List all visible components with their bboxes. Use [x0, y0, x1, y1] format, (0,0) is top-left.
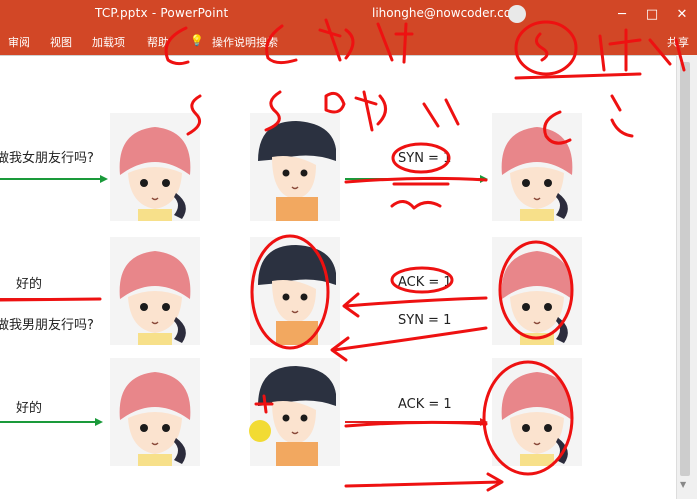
row3-ack-label: ACK = 1	[398, 397, 452, 412]
row1-syn-label: SYN = 1	[398, 151, 452, 166]
share-button[interactable]: 共享	[667, 36, 689, 49]
row1-question: 做我女朋友行吗?	[0, 151, 94, 166]
maximize-button[interactable]: □	[645, 6, 659, 22]
window-controls: ─ □ ✕	[607, 0, 697, 28]
lightbulb-icon: 💡	[190, 34, 204, 47]
account-name[interactable]: lihonghe@nowcoder.com	[372, 6, 523, 20]
minimize-button[interactable]: ─	[618, 6, 626, 22]
row3-answer: 好的	[16, 401, 43, 416]
avatar[interactable]	[508, 5, 526, 23]
tab-view[interactable]: 视图	[50, 36, 72, 49]
tell-me-search[interactable]: 操作说明搜索	[212, 36, 278, 49]
slide-canvas[interactable]	[0, 55, 676, 500]
row2-syn-label: SYN = 1	[398, 313, 452, 328]
row2-question: 做我男朋友行吗?	[0, 318, 94, 333]
tab-help[interactable]: 帮助	[147, 36, 169, 49]
title-bar: TCP.pptx - PowerPoint lihonghe@nowcoder.…	[0, 0, 697, 28]
row2-answer: 好的	[16, 277, 43, 292]
scroll-down-icon[interactable]: ▼	[680, 480, 687, 489]
window-title: TCP.pptx - PowerPoint	[95, 6, 229, 20]
tab-review[interactable]: 审阅	[8, 36, 30, 49]
row2-ack-label: ACK = 1	[398, 275, 452, 290]
scrollbar-thumb[interactable]	[680, 62, 690, 476]
close-button[interactable]: ✕	[676, 6, 688, 22]
tab-addins[interactable]: 加载项	[92, 36, 125, 49]
ribbon-tabs: 审阅 视图 加载项 帮助 💡 操作说明搜索 共享	[0, 28, 697, 55]
